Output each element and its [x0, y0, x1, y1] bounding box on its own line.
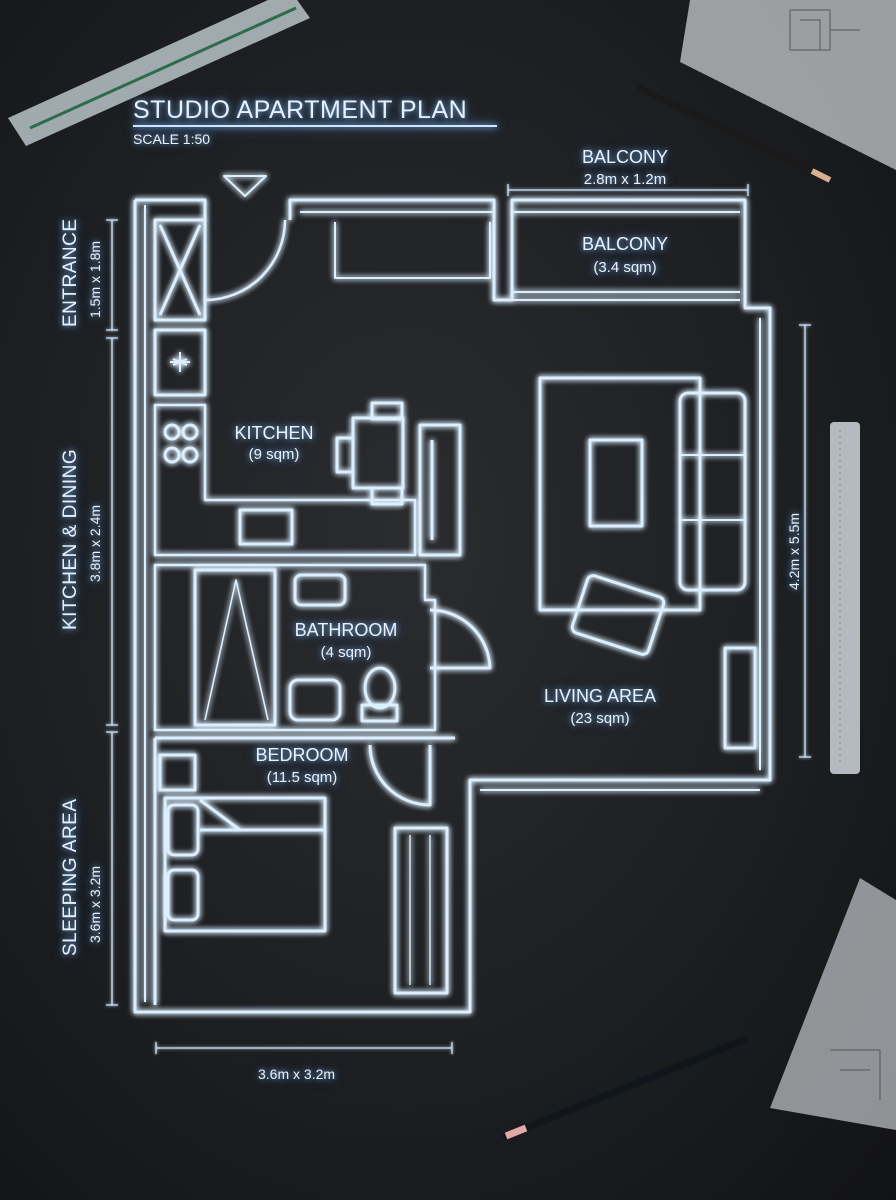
scale-label: SCALE 1:50 — [133, 131, 211, 147]
kitchen-dining-dimension: 3.8m x 2.4m — [87, 504, 103, 582]
entrance-side-label: ENTRANCE — [60, 218, 81, 327]
balcony-dimension-label: BALCONY — [581, 147, 669, 167]
notepad-bottom-right — [770, 878, 896, 1130]
sleeping-area-side-label: SLEEPING AREA — [60, 798, 81, 956]
room-label-bedroom: BEDROOM — [255, 745, 349, 765]
room-label-balcony: BALCONY — [581, 234, 669, 254]
room-area-bedroom: (11.5 sqm) — [266, 769, 338, 786]
pencil-bottom — [502, 1036, 748, 1140]
notepad-top-right — [680, 0, 896, 170]
bottom-dimension: 3.6m x 3.2m — [258, 1066, 336, 1082]
living-area-dimension: 4.2m x 5.5m — [786, 512, 802, 590]
balcony-dimension-value: 2.8m x 1.2m — [583, 171, 667, 188]
page-title: STUDIO APARTMENT PLAN — [133, 96, 468, 124]
room-label-kitchen: KITCHEN — [234, 423, 314, 443]
entrance-dimension: 1.5m x 1.8m — [87, 240, 103, 318]
pencil-top-right — [637, 85, 832, 183]
room-label-bathroom: BATHROOM — [294, 620, 398, 640]
kitchen-dining-side-label: KITCHEN & DINING — [60, 448, 81, 630]
room-label-living: LIVING AREA — [543, 686, 657, 706]
exterior-wall — [133, 198, 772, 1014]
title-underline — [133, 125, 497, 127]
room-area-balcony: (3.4 sqm) — [593, 259, 657, 276]
room-area-living: (23 sqm) — [570, 710, 630, 727]
sleeping-area-dimension: 3.6m x 3.2m — [87, 865, 103, 943]
room-area-kitchen: (9 sqm) — [248, 446, 300, 463]
room-area-bathroom: (4 sqm) — [320, 644, 372, 661]
ruler-right — [830, 422, 860, 774]
ruler-top-left — [8, 0, 310, 146]
